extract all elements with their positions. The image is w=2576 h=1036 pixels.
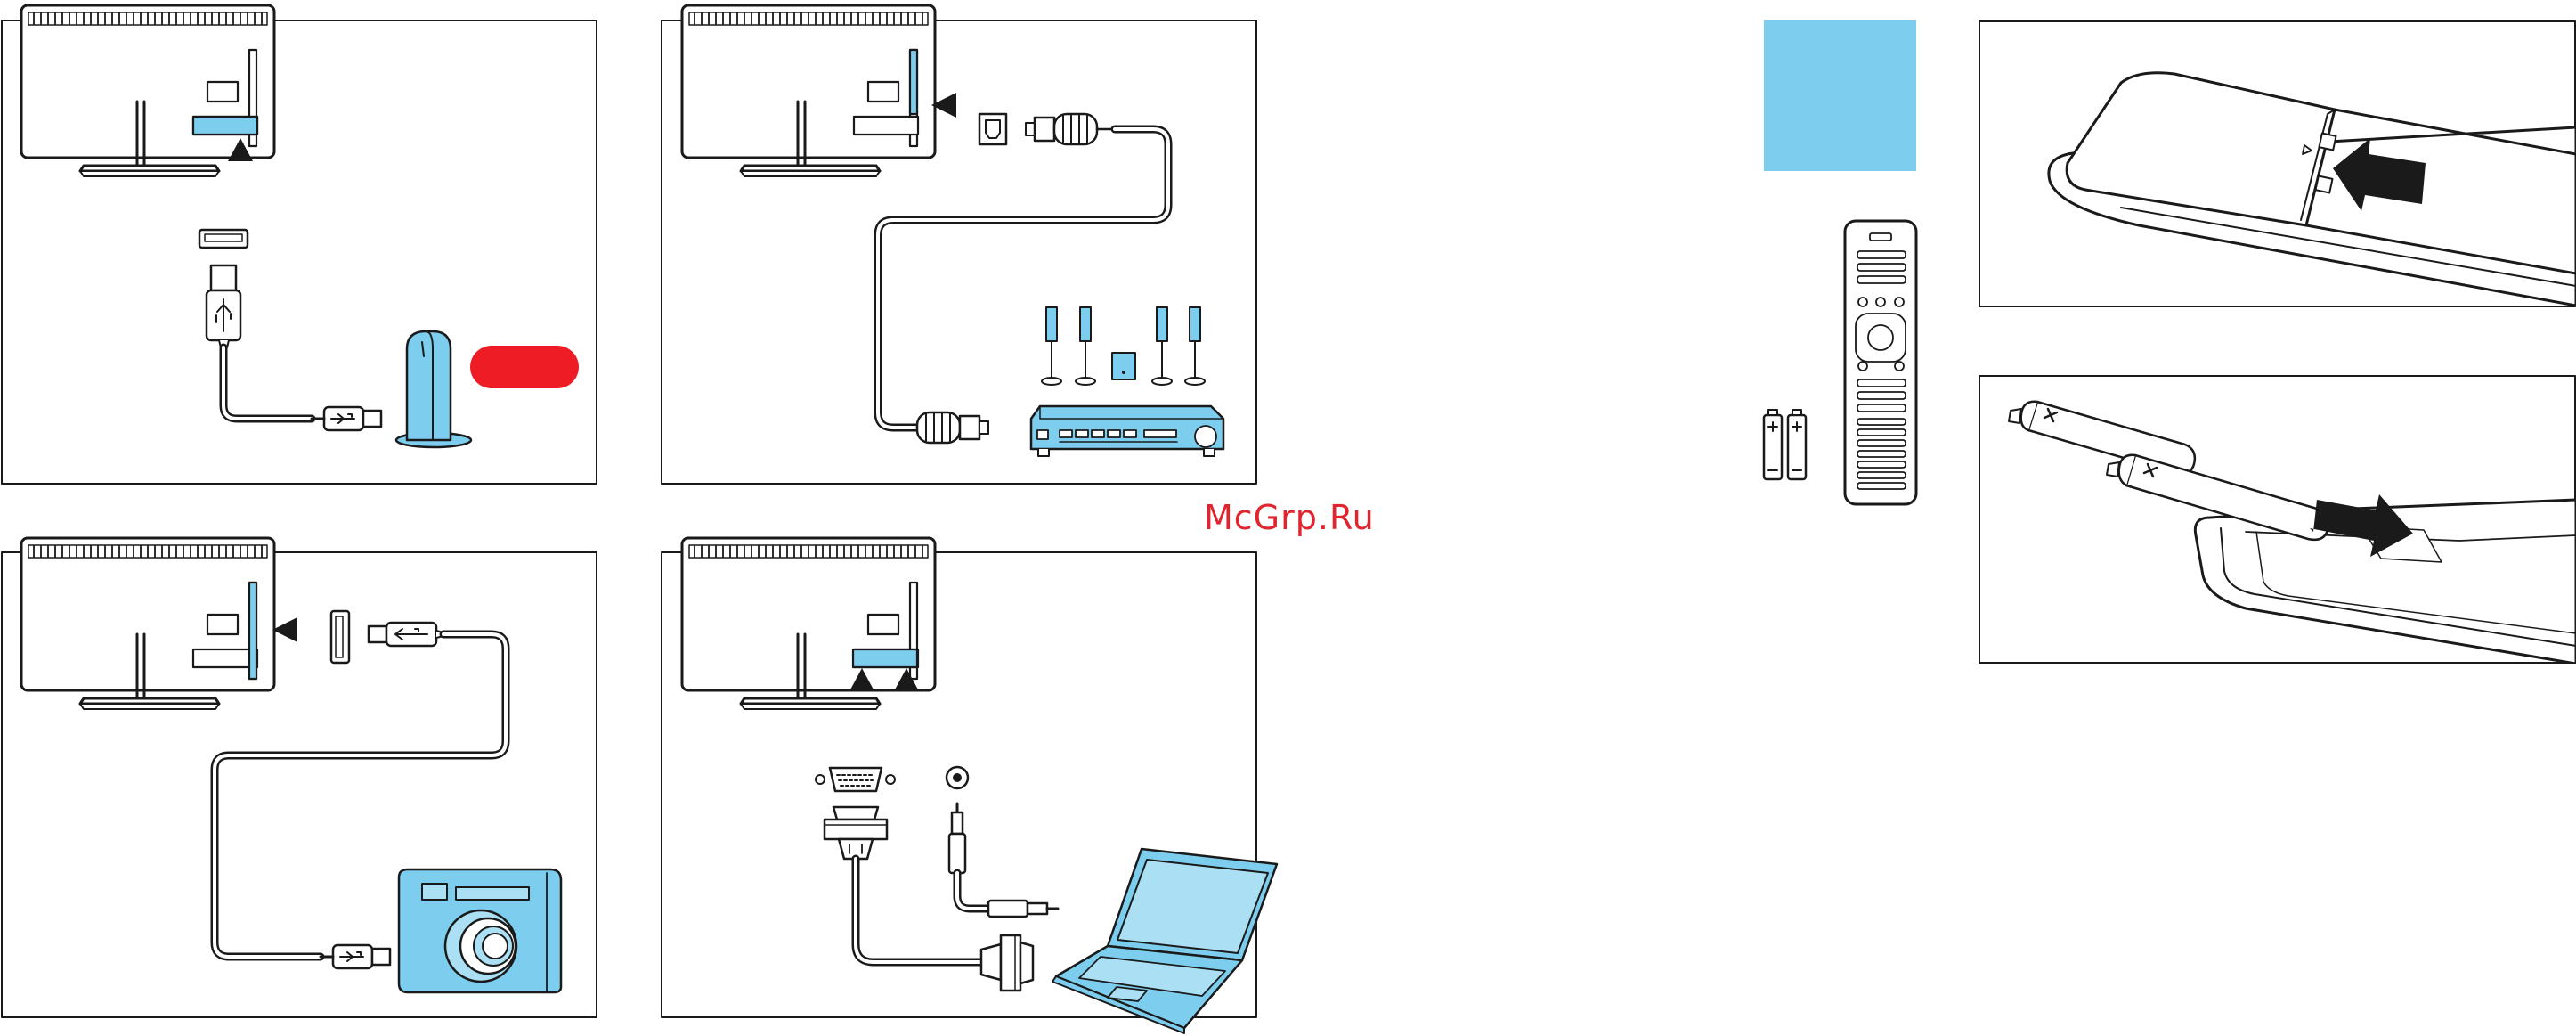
usb-plug-icon bbox=[321, 945, 390, 968]
toslink-plug-icon bbox=[1026, 114, 1115, 144]
camera-icon bbox=[399, 869, 561, 992]
usb-plug-icon bbox=[369, 623, 443, 646]
tv-icon bbox=[682, 538, 935, 709]
vga-plug-icon bbox=[981, 935, 1033, 991]
panel-vga-pc bbox=[662, 538, 1277, 1033]
panel-battery-cover bbox=[1979, 21, 2576, 306]
usb-port-icon bbox=[199, 230, 248, 248]
optical-port-highlight bbox=[910, 50, 917, 114]
panel-optical-audio bbox=[662, 5, 1256, 484]
laptop-icon bbox=[1052, 849, 1277, 1033]
battery-icon bbox=[2009, 402, 2195, 474]
panel-battery-insert bbox=[1979, 376, 2576, 664]
arrow-icon bbox=[272, 617, 297, 642]
audio-jack-icon bbox=[988, 901, 1058, 917]
vga-port-icon bbox=[816, 768, 895, 791]
usb-plug-icon bbox=[207, 265, 240, 347]
toslink-plug-icon bbox=[917, 412, 988, 443]
battery-icon bbox=[1764, 410, 1806, 479]
color-block bbox=[1764, 20, 1916, 171]
optical-port-icon bbox=[979, 114, 1006, 144]
watermark-text: McGrp.Ru bbox=[1204, 495, 1382, 540]
usb-port-highlight bbox=[193, 117, 257, 135]
usb-side-port-highlight bbox=[249, 583, 256, 679]
usb-plug-icon bbox=[312, 407, 381, 430]
remote-control-icon bbox=[1845, 221, 1916, 504]
home-theater-icon bbox=[1031, 307, 1223, 456]
panel-usb-hdd bbox=[2, 5, 597, 484]
hard-drive-icon bbox=[396, 331, 579, 447]
audio-jack-icon bbox=[949, 804, 965, 873]
tv-icon bbox=[682, 5, 935, 176]
vga-plug-icon bbox=[825, 807, 887, 859]
audio-jack-icon bbox=[947, 767, 968, 788]
tv-icon bbox=[21, 538, 274, 709]
usb-port-icon bbox=[331, 611, 349, 663]
panel-usb-camera bbox=[2, 538, 597, 1017]
vga-port-highlight bbox=[853, 649, 917, 667]
